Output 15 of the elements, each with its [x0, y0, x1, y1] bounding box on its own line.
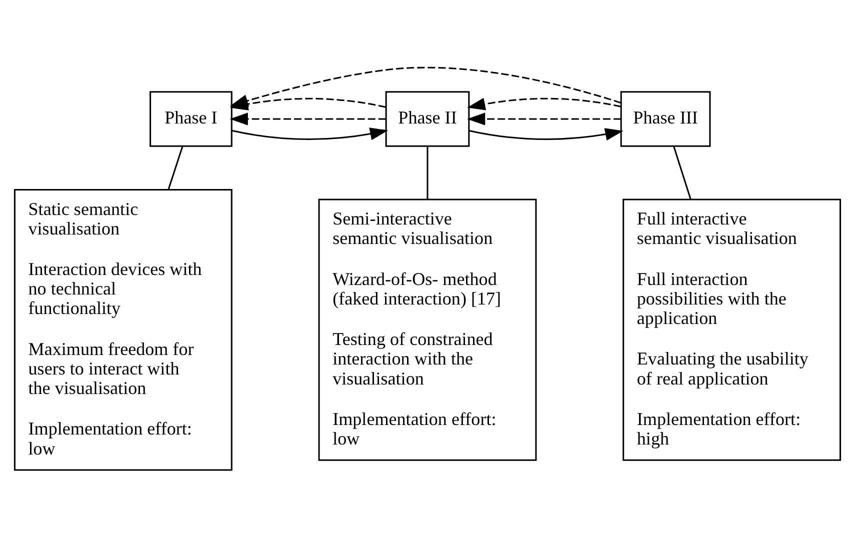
node-box: Semi-interactive semantic visualisation Wizard-of-Os- method (faked interaction) [17] Testing of constrained interaction with the visualisation Implementation effort: low: [318, 198, 537, 460]
arrow: [230, 66, 622, 106]
connector: [673, 146, 692, 199]
node-box: Static semantic visualisation Interaction devices with no technical functionality Maximum freedom for users to interact with the visualisation Implementation effort: low: [14, 188, 232, 470]
arrow: [230, 112, 386, 125]
connector: [168, 146, 184, 190]
arrow: [232, 127, 388, 140]
node-box: Phase II: [385, 90, 470, 146]
arrow: [467, 97, 622, 110]
arrow: [467, 112, 622, 125]
node-box: Full interactive semantic visualisation Full interaction possibilities with the application Evaluating the usability of real application Implementation effort: high: [622, 198, 842, 460]
arrow: [469, 128, 624, 140]
node-box: Phase I: [150, 90, 232, 146]
connector: [426, 146, 428, 199]
node-box: Phase III: [620, 90, 711, 146]
